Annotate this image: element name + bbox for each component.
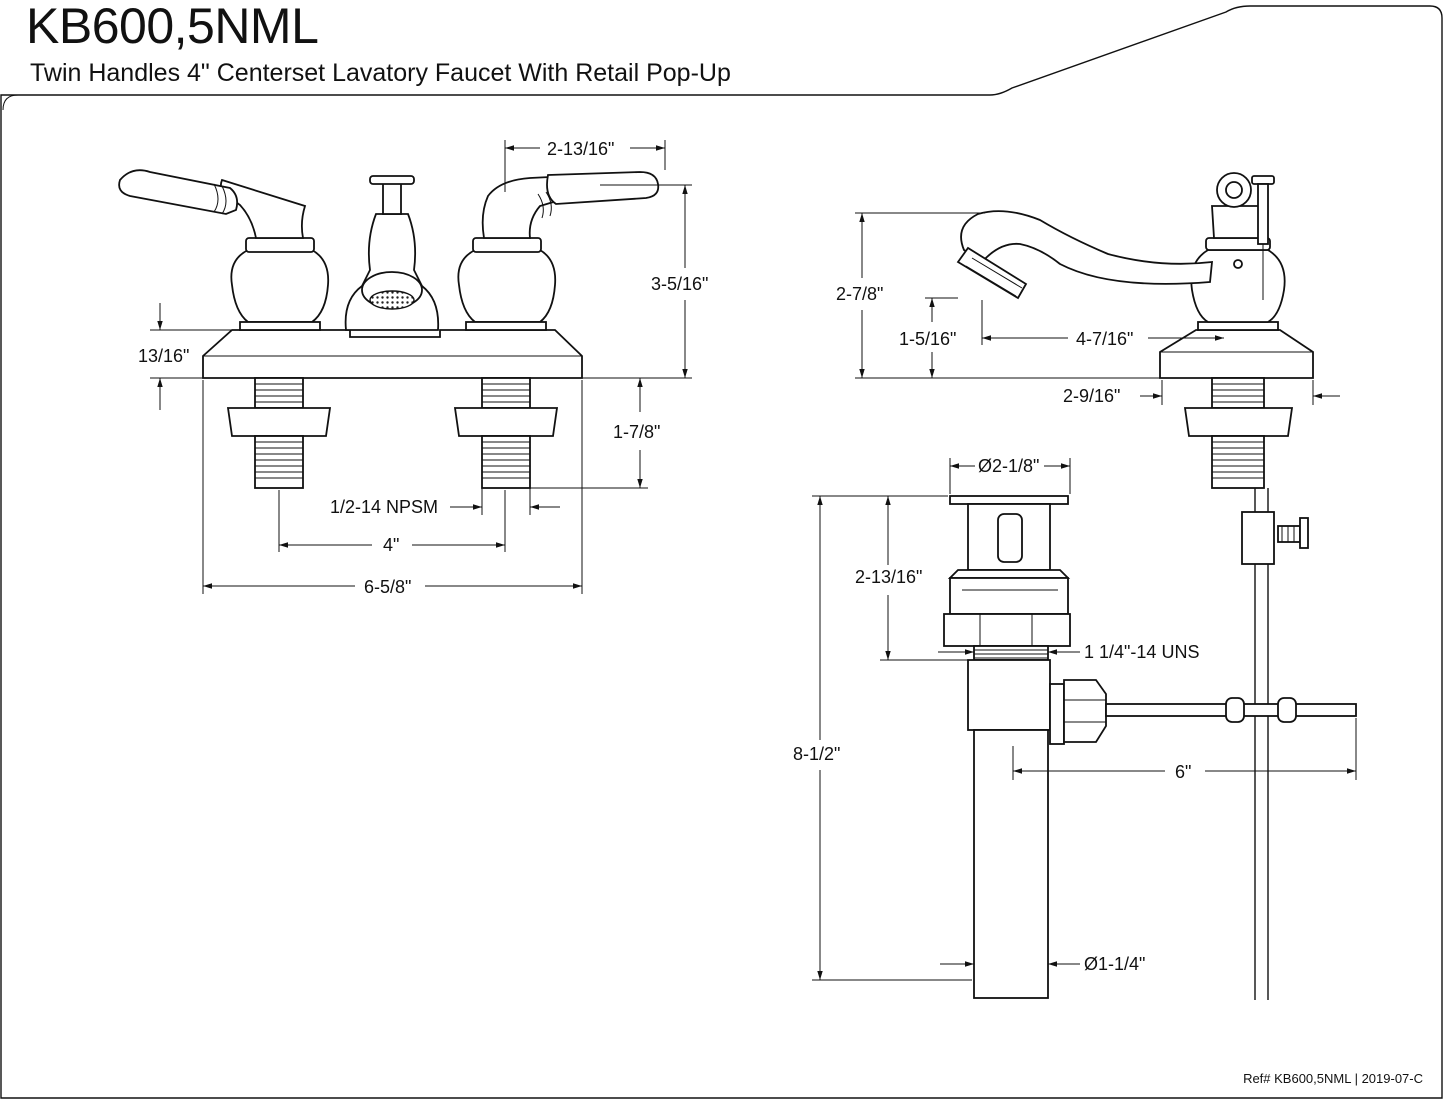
dim-drain-thread: 1 1/4"-14 UNS [1084, 642, 1199, 662]
drain-dimensions [812, 458, 1357, 981]
left-shank [226, 377, 332, 489]
dim-front-width: 6-5/8" [364, 577, 411, 597]
dim-front-center: 4" [383, 535, 399, 555]
dim-side-spout-reach: 4-7/16" [1076, 329, 1133, 349]
dim-front-height: 3-5/16" [651, 274, 708, 294]
side-view-dimensions [855, 212, 1340, 405]
dim-drain-tail-dia: Ø1-1/4" [1084, 954, 1145, 974]
dim-drain-total-length: 8-1/2" [793, 744, 840, 764]
dim-drain-rod-length: 6" [1175, 762, 1191, 782]
dim-side-height: 2-7/8" [836, 284, 883, 304]
model-number: KB600,5NML [26, 0, 319, 54]
product-description: Twin Handles 4" Centerset Lavatory Fauce… [30, 59, 731, 87]
dim-front-handle-spacing: 2-13/16" [547, 139, 614, 159]
dim-drain-flange-dia: Ø2-1/8" [978, 456, 1039, 476]
dim-front-thread: 1/2-14 NPSM [330, 497, 438, 517]
dim-side-spout-clearance: 1-5/16" [899, 329, 956, 349]
sheet-frame [0, 5, 1443, 1099]
dim-side-base-depth: 2-9/16" [1063, 386, 1120, 406]
side-view-faucet [956, 172, 1314, 1000]
deck-plate [202, 329, 583, 379]
dim-front-shank-length: 1-7/8" [613, 422, 660, 442]
front-view-faucet [118, 169, 660, 489]
dim-front-base-height: 13/16" [138, 346, 189, 366]
front-view-dimensions [150, 140, 692, 594]
right-shank [453, 377, 559, 489]
reference-note: Ref# KB600,5NML | 2019-07-C [1243, 1071, 1423, 1086]
dim-drain-body-height: 2-13/16" [855, 567, 922, 587]
popup-drain-assembly [943, 495, 1357, 999]
